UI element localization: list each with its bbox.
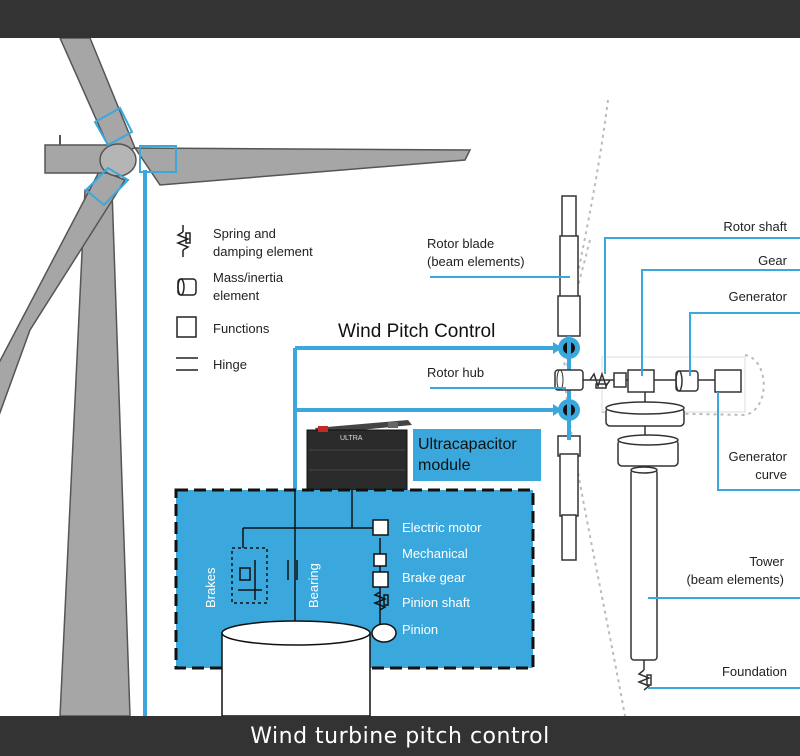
wind-turbine <box>0 38 472 716</box>
rotor-blade-lower-model <box>557 435 581 561</box>
label-pinion-shaft: Pinion shaft <box>402 595 470 610</box>
legend-mass-line1: Mass/inertia <box>213 270 284 285</box>
drive-component-labels: Electric motor Mechanical Brake gear Pin… <box>402 520 482 637</box>
legend-hinge: Hinge <box>213 357 247 372</box>
ultracap-label-line1: Ultracapacitor <box>418 436 517 453</box>
rotor-hub-model <box>554 336 584 440</box>
pinion-shaft-spring-icon <box>372 591 388 611</box>
ultracap-label-line2: module <box>418 457 471 474</box>
legend-mass-line2: element <box>213 288 260 303</box>
label-generator-curve-line1: Generator <box>728 449 787 464</box>
label-brake-gear: Brake gear <box>402 570 466 585</box>
label-rotor-blade-line2: (beam elements) <box>427 254 525 269</box>
pitch-marker-lower <box>84 166 130 207</box>
top-bar <box>0 0 800 38</box>
diagram-canvas: Spring and damping element Mass/inertia … <box>0 38 800 716</box>
pitch-marker-upper <box>93 106 134 147</box>
pitch-marker-right <box>139 145 177 173</box>
legend-spring-line2: damping element <box>213 244 313 259</box>
caption-text: Wind turbine pitch control <box>250 723 550 749</box>
label-brakes: Brakes <box>203 567 218 608</box>
turbine-blade-right <box>133 147 472 186</box>
label-rotor-hub: Rotor hub <box>427 365 484 380</box>
diagram-title: Wind Pitch Control <box>338 321 495 342</box>
label-mechanical: Mechanical <box>402 546 468 561</box>
battery-brand: ULTRA <box>340 435 363 442</box>
drivetrain-model <box>583 369 742 393</box>
label-bearing: Bearing <box>306 563 321 608</box>
drive-components <box>371 519 397 643</box>
hinge-legend-icon <box>176 357 198 371</box>
label-rotor-blade-line1: Rotor blade <box>427 236 494 251</box>
ultracap-label-box <box>413 429 541 481</box>
label-generator-curve-line2: curve <box>755 467 787 482</box>
label-pinion: Pinion <box>402 622 438 637</box>
tower-model <box>605 392 685 691</box>
label-generator: Generator <box>728 289 787 304</box>
legend-functions: Functions <box>213 321 270 336</box>
legend-symbols <box>175 225 198 371</box>
model-labels: Rotor blade (beam elements) Rotor hub Ro… <box>427 219 788 679</box>
label-gear: Gear <box>758 253 788 268</box>
label-foundation: Foundation <box>722 664 787 679</box>
turbine-tower <box>59 189 131 716</box>
ultracapacitor-battery: ULTRA <box>306 420 412 491</box>
mass-inertia-legend-icon <box>177 278 197 296</box>
label-leader-lines <box>430 237 800 689</box>
spring-damping-legend-icon <box>175 225 191 257</box>
turbine-blade-lower <box>0 169 127 415</box>
functions-legend-icon <box>176 316 197 338</box>
mechanical-icon <box>373 553 387 567</box>
label-rotor-shaft: Rotor shaft <box>723 219 787 234</box>
label-tower-line1: Tower <box>749 554 784 569</box>
label-tower-line2: (beam elements) <box>686 572 784 587</box>
legend-text: Spring and damping element Mass/inertia … <box>213 226 313 372</box>
label-electric-motor: Electric motor <box>402 520 482 535</box>
turbine-nacelle <box>44 144 111 174</box>
caption-bar: Wind turbine pitch control <box>0 716 800 756</box>
legend-spring-line1: Spring and <box>213 226 276 241</box>
electric-motor-icon <box>372 519 389 536</box>
rotor-blade-upper-model <box>557 195 581 337</box>
pitch-gear-ring <box>221 620 371 716</box>
pinion-icon <box>371 623 397 643</box>
brake-gear-icon <box>372 571 389 588</box>
